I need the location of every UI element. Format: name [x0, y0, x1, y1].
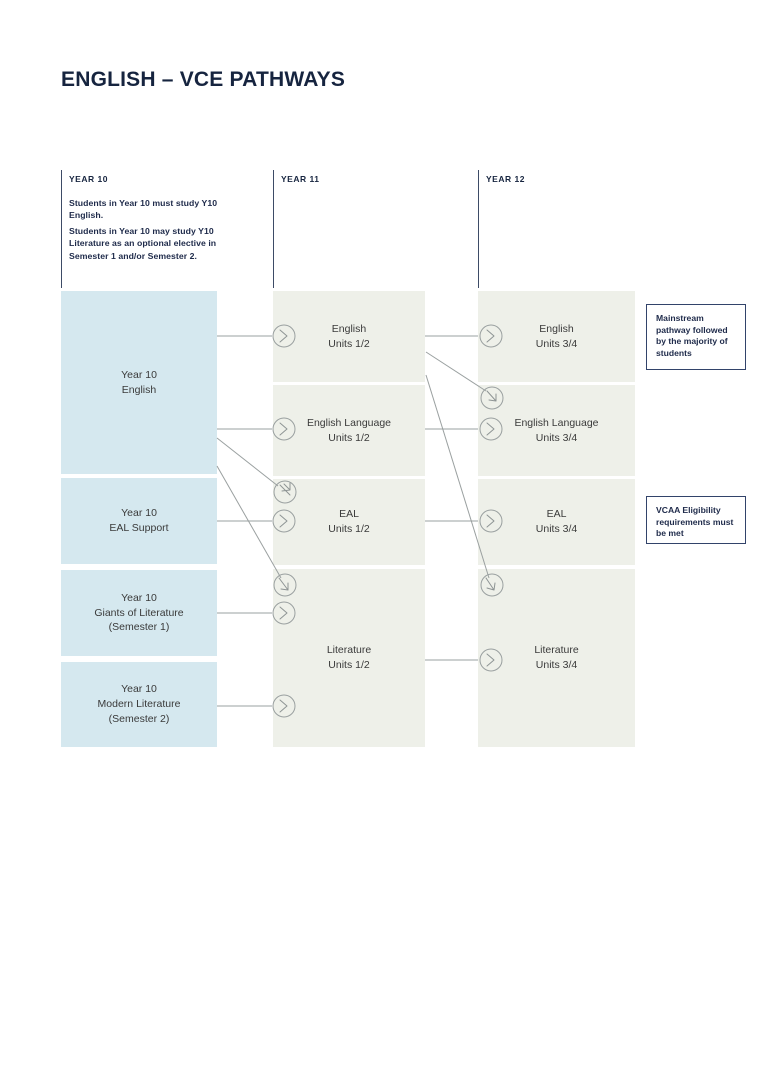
column-header-year11: YEAR 11 [281, 174, 320, 184]
node-y12-english-language-units-3-4[interactable]: English Language Units 3/4 [478, 385, 635, 476]
node-y11-literature-units-1-2[interactable]: Literature Units 1/2 [273, 569, 425, 747]
node-label-line: English Language [306, 416, 392, 429]
node-y10-eal-support[interactable]: Year 10 EAL Support [61, 478, 217, 564]
node-label-line: Units 1/2 [328, 431, 370, 444]
column-divider-year10 [61, 170, 62, 288]
node-label-line: Units 1/2 [328, 659, 370, 671]
node-label-line: Units 3/4 [535, 431, 578, 444]
node-y11-english-language-units-1-2[interactable]: English Language Units 1/2 [273, 385, 425, 476]
node-label-line: English [539, 322, 574, 335]
node-label-line: EAL [546, 508, 567, 521]
node-y12-eal-units-3-4[interactable]: EAL Units 3/4 [478, 479, 635, 565]
node-label-line: English Language [514, 416, 599, 429]
node-label-line: EAL Support [109, 522, 169, 534]
node-label-line: (Semester 2) [108, 712, 170, 725]
node-label-line: Year 10 [121, 591, 157, 604]
node-y10-modern-literature[interactable]: Year 10 Modern Literature (Semester 2) [61, 662, 217, 747]
node-label-line: English [331, 322, 367, 335]
node-label-line: Literature [326, 644, 372, 657]
node-label-line: Units 3/4 [535, 337, 578, 350]
callout-vcaa-eligibility: VCAA Eligibility requirements must be me… [646, 496, 746, 544]
wire-y11english-diagonal-to-y12englang [425, 351, 487, 392]
node-label-line: Year 10 [121, 507, 157, 520]
year10-note-1: Students in Year 10 must study Y10 Engli… [69, 198, 218, 221]
page-title: ENGLISH – VCE PATHWAYS [61, 68, 346, 91]
year10-note-2: Students in Year 10 may study Y10 Litera… [69, 226, 217, 261]
column-header-year12: YEAR 12 [486, 174, 525, 184]
column-divider-year12 [478, 170, 479, 288]
node-label-line: Year 10 [121, 368, 157, 381]
wire-y10english-diagonal-to-y11literature [216, 465, 282, 579]
wire-y10english-diagonal-to-y11eal [216, 437, 279, 487]
column-divider-year11 [273, 170, 274, 288]
node-y11-english-units-1-2[interactable]: English Units 1/2 [273, 291, 425, 382]
node-label-line: Units 1/2 [328, 523, 370, 535]
node-y10-english[interactable]: Year 10 English [61, 291, 217, 474]
node-label-line: Units 3/4 [535, 659, 578, 671]
node-y12-english-units-3-4[interactable]: English Units 3/4 [478, 291, 635, 382]
node-y10-giants-of-literature[interactable]: Year 10 Giants of Literature (Semester 1… [61, 570, 217, 656]
node-label-line: English [121, 383, 157, 396]
node-label-line: Year 10 [121, 683, 157, 696]
node-label-line: (Semester 1) [108, 621, 170, 634]
node-label-line: EAL [339, 508, 359, 521]
node-label-line: Literature [534, 644, 579, 657]
node-label-line: Modern Literature [97, 698, 181, 711]
node-y12-literature-units-3-4[interactable]: Literature Units 3/4 [478, 569, 635, 747]
node-y11-eal-units-1-2[interactable]: EAL Units 1/2 [273, 479, 425, 565]
column-header-year10: YEAR 10 [69, 174, 108, 184]
node-label-line: Units 1/2 [328, 337, 370, 350]
node-label-line: Giants of Literature [94, 606, 184, 619]
node-label-line: Units 3/4 [535, 523, 578, 535]
callout-mainstream-pathway: Mainstream pathway followed by the major… [646, 304, 746, 370]
